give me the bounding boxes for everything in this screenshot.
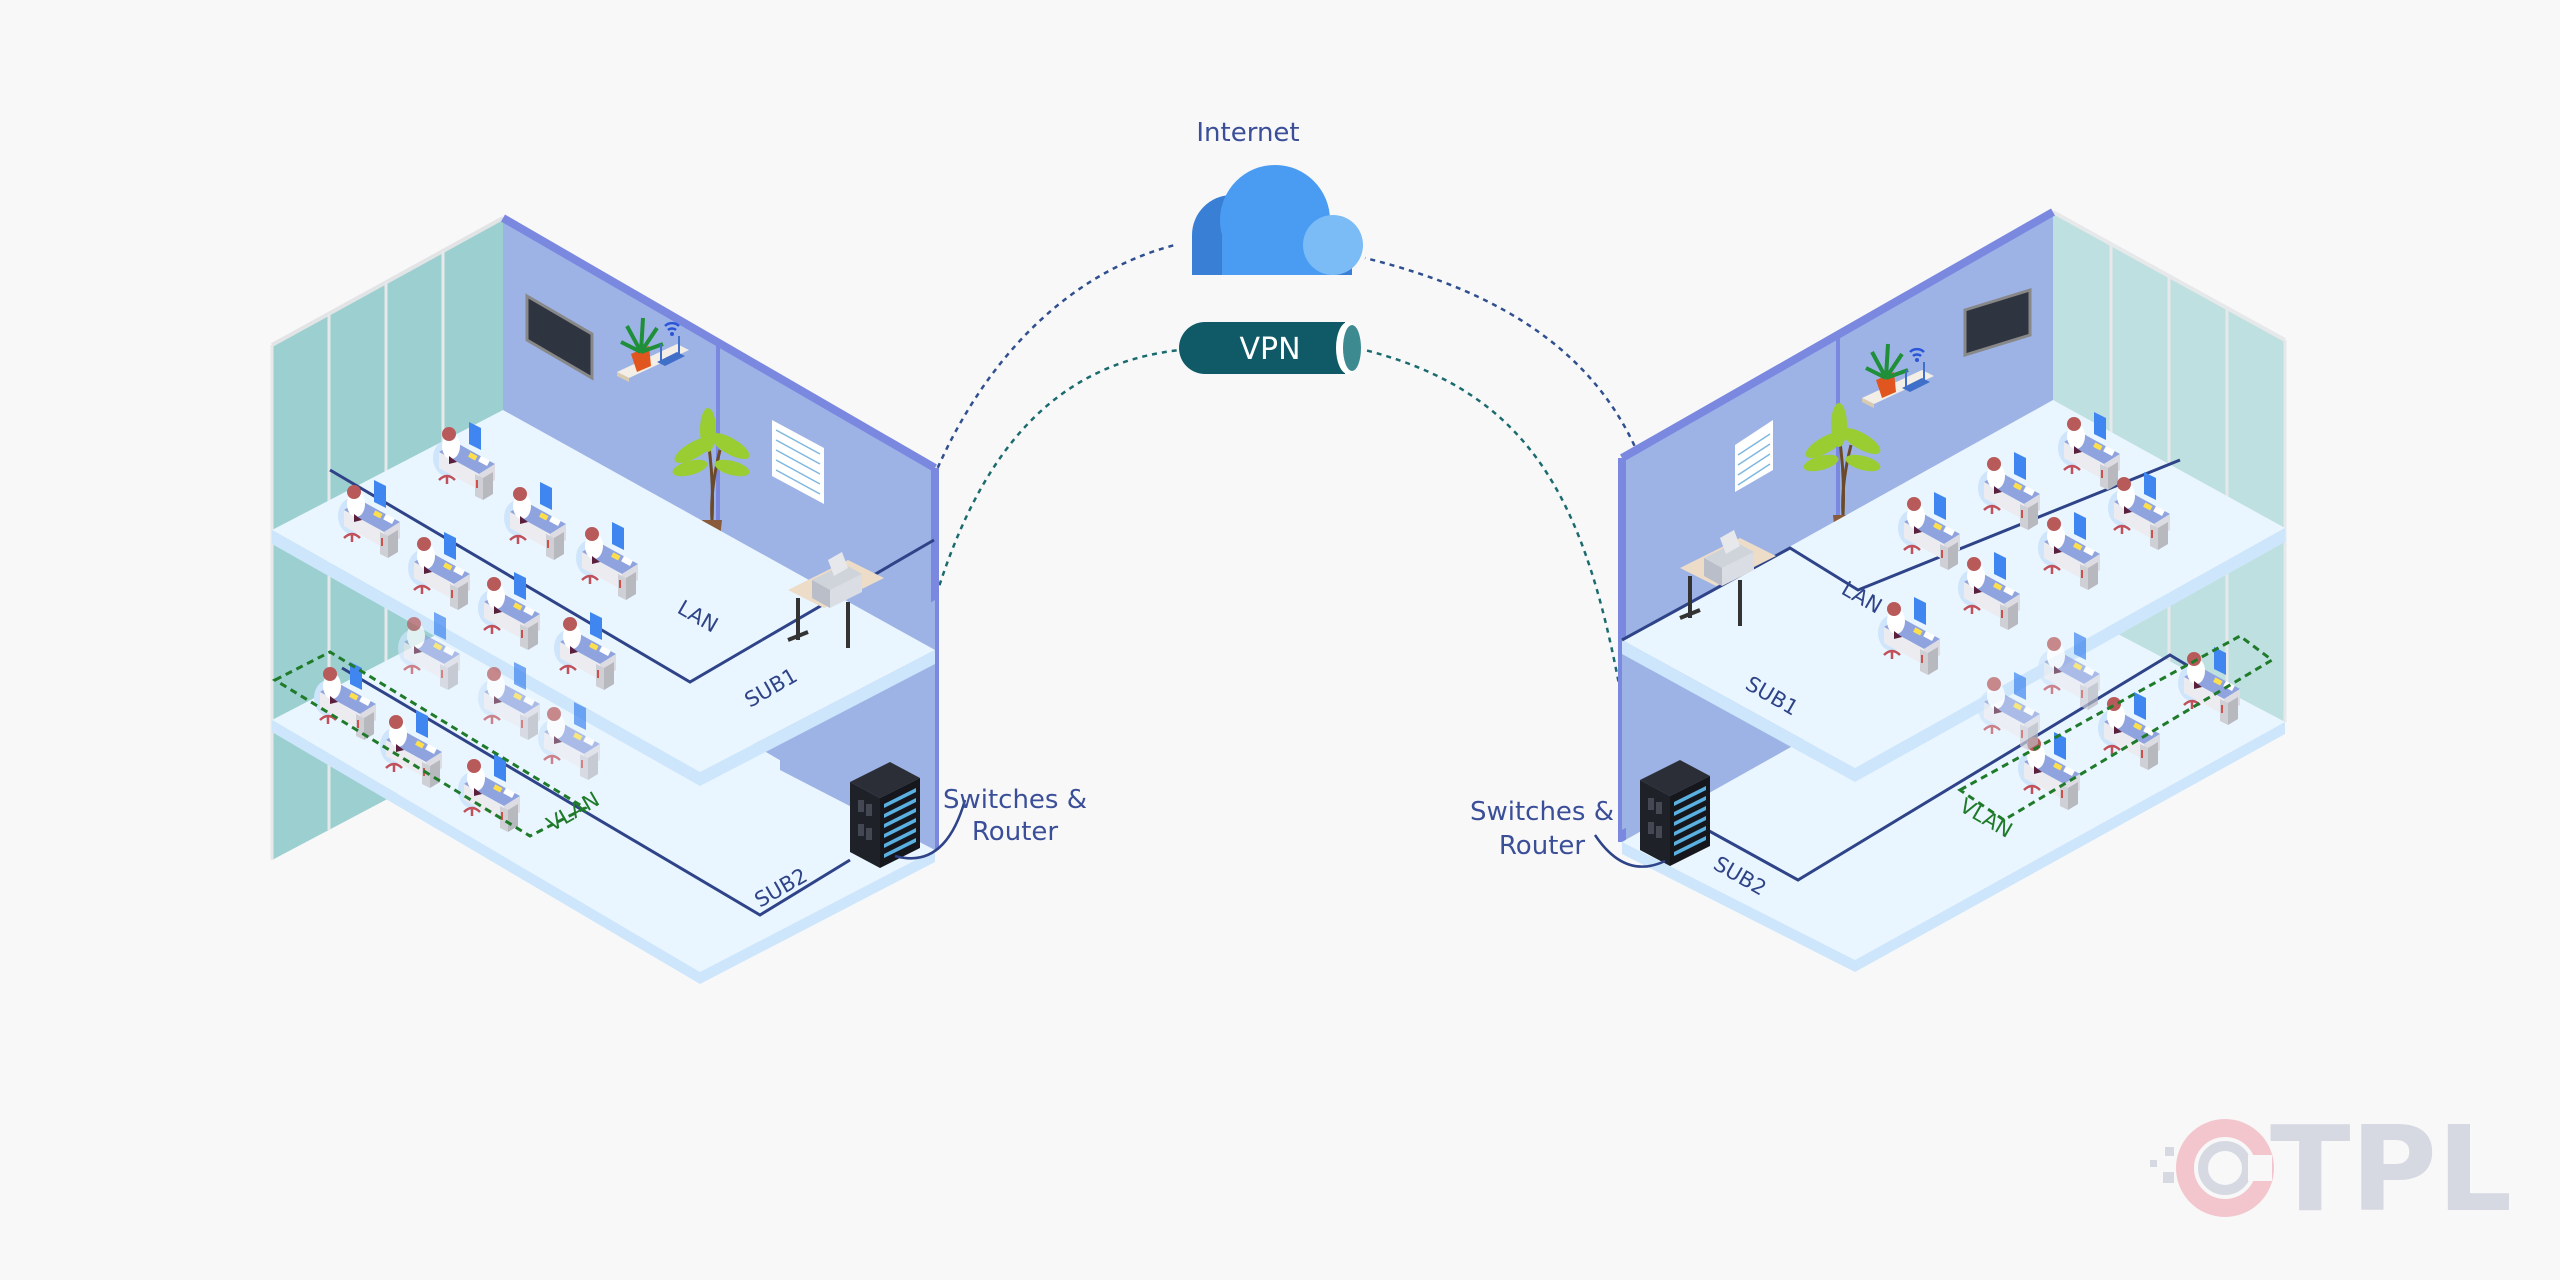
tv-icon: [525, 293, 594, 381]
tv-icon: [1963, 287, 2032, 358]
router-label-line2: Router: [972, 817, 1058, 847]
vlan-boundary: [271, 650, 589, 838]
floor-sub1: [272, 410, 935, 772]
vpn-node: VPN: [1179, 322, 1361, 374]
switch-router-rack: [850, 762, 920, 868]
vlan-boundary: [1957, 634, 2275, 822]
router-label-line1: Switches &: [943, 785, 1087, 815]
watermark-logo: TPL: [2150, 1100, 2512, 1238]
floor-sub2: [272, 600, 935, 972]
right-office: LAN SUB1 SUB2 VLAN Switches & Router: [1470, 208, 2287, 972]
router-label-line1: Switches &: [1470, 797, 1614, 827]
floor-sub2: [1622, 600, 2285, 960]
router-label-line2: Router: [1499, 831, 1585, 861]
switch-router-rack: [1640, 760, 1710, 866]
link-right-vpn: [1364, 348, 1640, 801]
logo-mark-icon: [2150, 1119, 2274, 1217]
vpn-label: VPN: [1239, 332, 1300, 367]
internet-node: Internet: [1192, 118, 1363, 275]
internet-label: Internet: [1196, 118, 1299, 148]
vpn-tunnel-icon: [1179, 322, 1361, 374]
window-icon: [1735, 420, 1773, 492]
cloud-icon: [1192, 165, 1363, 275]
watermark-text: TPL: [2270, 1100, 2512, 1238]
left-office: LAN SUB1 SUB2 VLAN Switches & Router: [270, 214, 1087, 984]
window-icon: [772, 420, 824, 504]
